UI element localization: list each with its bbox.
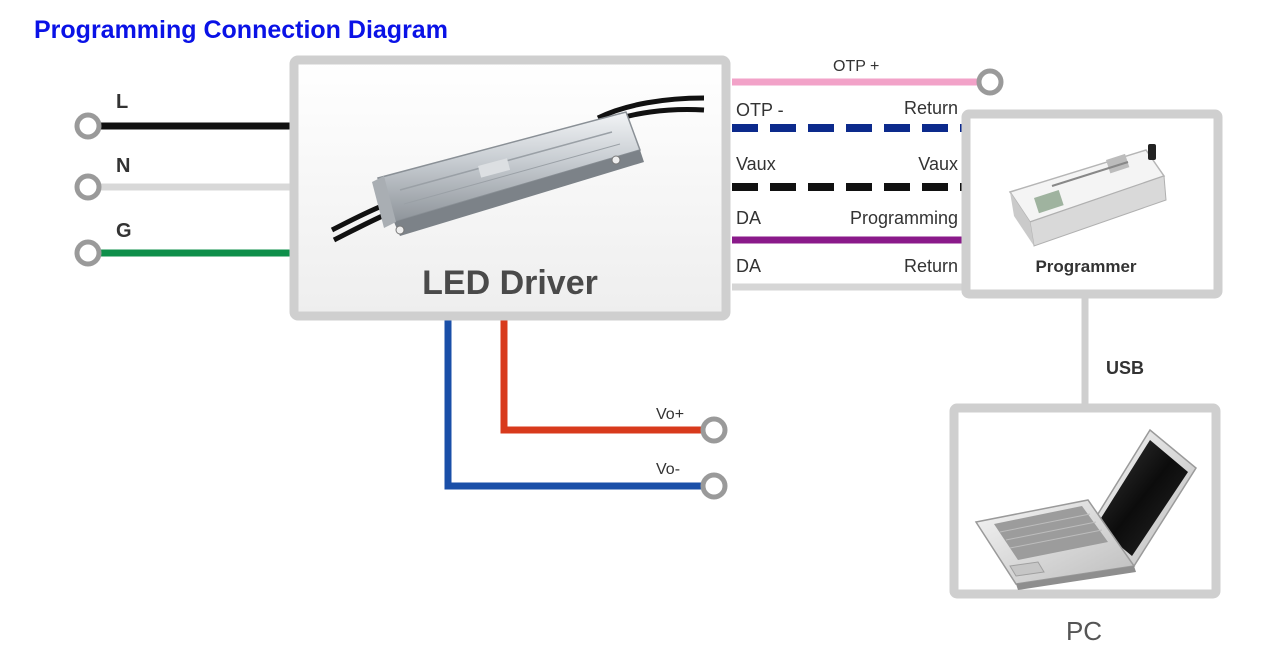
input-wire-g: G [74,220,292,267]
label-vo-plus: Vo+ [656,406,684,423]
terminal-icon [74,173,102,201]
label-otp-minus: OTP - [736,100,784,120]
terminal-icon [700,472,728,500]
programmer-label: Programmer [1035,257,1136,276]
laptop-icon [974,428,1197,590]
label-da-1: DA [736,208,761,228]
pc-box [949,403,1221,599]
label-da-2: DA [736,256,761,276]
page-title: Programming Connection Diagram [34,16,448,44]
label-n: N [116,155,130,177]
programmer-box: Programmer [961,109,1223,299]
label-otp-plus: OTP + [833,58,879,75]
label-return-2: Return [904,256,958,276]
label-vaux-right: Vaux [918,154,958,174]
output-wire-vo-minus [444,318,712,490]
output-wire-vo-plus [500,318,712,434]
terminal-icon [74,112,102,140]
label-l: L [116,91,128,113]
terminal-icon [74,239,102,267]
pc-label: PC [1066,616,1102,646]
led-driver-label: LED Driver [422,264,598,302]
label-vo-minus: Vo- [656,461,680,478]
input-wire-l: L [74,91,292,140]
label-return-1: Return [904,98,958,118]
input-wire-n: N [74,155,292,201]
label-vaux-left: Vaux [736,154,776,174]
terminal-icon [976,68,1004,96]
led-driver-box: LED Driver [289,55,731,321]
usb-label: USB [1106,358,1144,378]
led-driver-icon [330,95,705,243]
label-g: G [116,220,132,242]
label-programming: Programming [850,208,958,228]
programmer-device-icon [1008,144,1167,247]
terminal-icon [700,416,728,444]
